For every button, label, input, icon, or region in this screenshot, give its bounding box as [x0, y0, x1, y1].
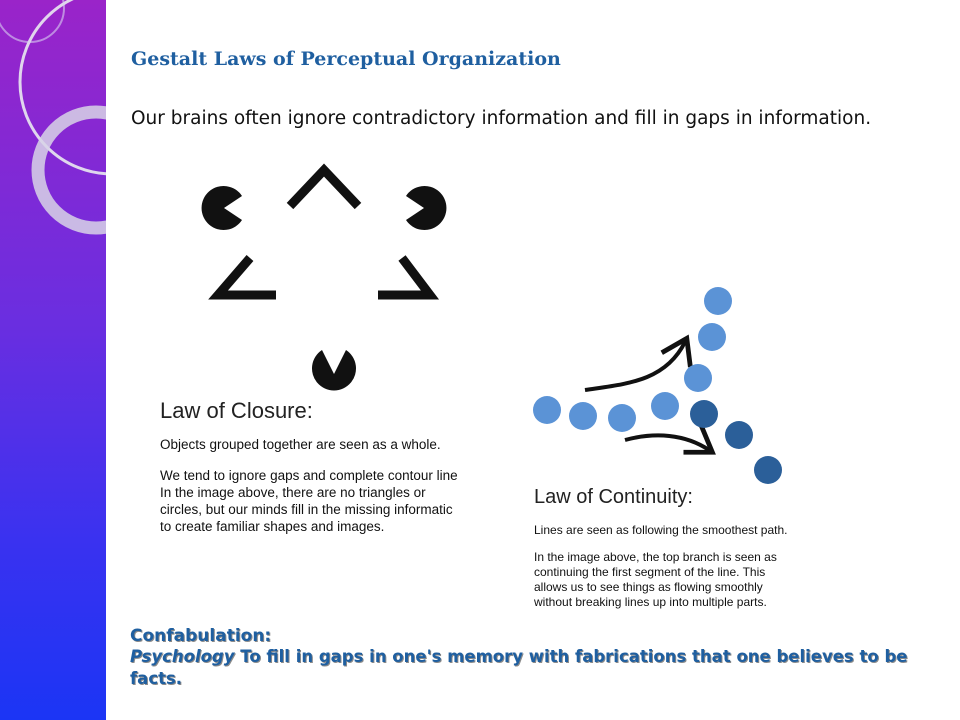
- closure-line: to create familiar shapes and images.: [160, 519, 385, 534]
- chevron-bottom-right: [378, 255, 440, 300]
- continuity-line: allows us to see things as flowing smoot…: [534, 580, 763, 594]
- decorative-ring-small: [0, 0, 65, 43]
- dot: [690, 400, 718, 428]
- confabulation-definition: Psychology To fill in gaps in one's memo…: [130, 646, 940, 690]
- continuity-line: Lines are seen as following the smoothes…: [534, 523, 788, 537]
- decorative-sidebar: [0, 0, 106, 720]
- dot: [698, 323, 726, 351]
- slide-subtitle: Our brains often ignore contradictory in…: [131, 108, 872, 129]
- continuity-line: without breaking lines up into multiple …: [534, 595, 767, 609]
- confabulation-block: Confabulation: Psychology To fill in gap…: [130, 626, 940, 690]
- dot: [754, 456, 782, 484]
- continuity-line: In the image above, the top branch is se…: [534, 550, 777, 564]
- closure-line: circles, but our minds fill in the missi…: [160, 502, 453, 517]
- dot: [569, 402, 597, 430]
- decorative-rings: [0, 0, 106, 235]
- closure-line: Objects grouped together are seen as a w…: [160, 437, 441, 452]
- dot: [725, 421, 753, 449]
- closure-heading: Law of Closure:: [160, 398, 313, 423]
- dot: [533, 396, 561, 424]
- decorative-ring-thick: [31, 105, 106, 235]
- closure-line: In the image above, there are no triangl…: [160, 485, 426, 500]
- dot: [704, 287, 732, 315]
- pacman-top-right: [406, 186, 447, 230]
- closure-line: We tend to ignore gaps and complete cont…: [160, 468, 458, 483]
- chevron-top: [286, 163, 362, 210]
- decorative-ring-large: [18, 0, 106, 176]
- dot: [608, 404, 636, 432]
- pacman-top-left: [201, 186, 242, 230]
- chevron-bottom-left: [208, 255, 276, 300]
- continuity-illustration: [533, 287, 782, 484]
- slide-title: Gestalt Laws of Perceptual Organization: [131, 48, 561, 70]
- confabulation-definition-text: To fill in gaps in one's memory with fab…: [130, 647, 908, 688]
- dot: [684, 364, 712, 392]
- closure-description: Law of Closure: Objects grouped together…: [160, 398, 515, 535]
- arrow-top-branch: [584, 334, 693, 392]
- continuity-heading: Law of Continuity:: [534, 486, 693, 508]
- continuity-line: continuing the first segment of the line…: [534, 565, 766, 579]
- confabulation-term: Psychology: [130, 647, 235, 666]
- pacman-bottom: [312, 350, 356, 391]
- confabulation-title: Confabulation:: [130, 626, 272, 646]
- closure-illustration: [201, 163, 447, 391]
- arrow-bottom-branch: [624, 424, 716, 455]
- dot: [651, 392, 679, 420]
- continuity-description: Law of Continuity: Lines are seen as fol…: [534, 486, 874, 610]
